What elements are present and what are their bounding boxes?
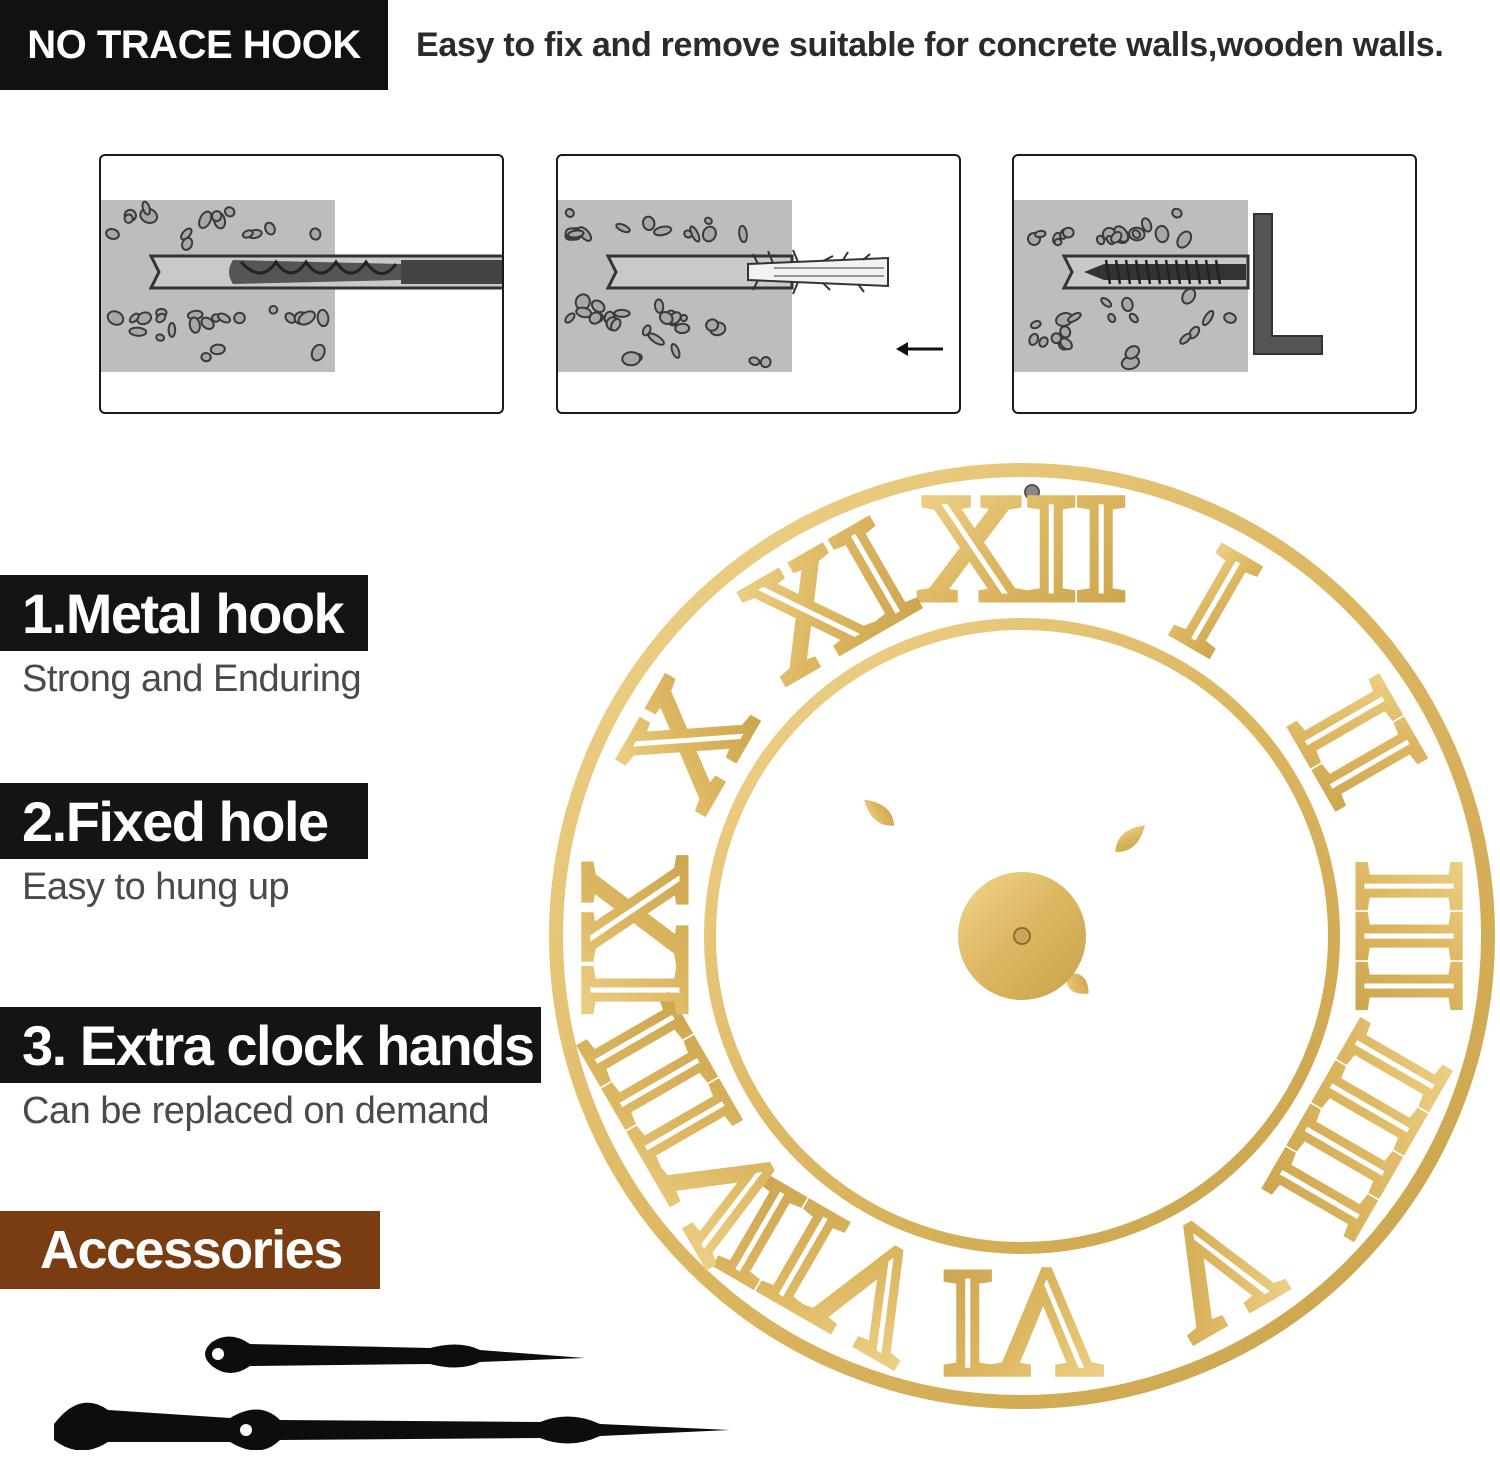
wall-anchor-icon (558, 200, 943, 372)
numeral-iii: III (1327, 861, 1493, 1011)
numeral-vi: VI (943, 1241, 1101, 1407)
hanging-hook-icon (1024, 484, 1040, 500)
numeral-v: V (1128, 1173, 1305, 1371)
numeral-i: I (1153, 516, 1279, 685)
spare-clock-hands (54, 1336, 730, 1450)
numeral-x: X (587, 654, 785, 831)
spare-hour-hand (54, 1402, 730, 1450)
step-panel-drill (99, 154, 504, 414)
numeral-ii: II (1261, 657, 1455, 827)
feature-subtitle-extra-hands: Can be replaced on demand (22, 1090, 490, 1132)
center-screw-icon (1013, 927, 1031, 945)
accessories-badge: Accessories (0, 1211, 380, 1289)
numeral-xi: XI (718, 489, 938, 712)
feature-subtitle-metal-hook: Strong and Enduring (22, 658, 362, 700)
numeral-ix: IX (551, 857, 717, 1015)
left-arrow-icon (896, 342, 943, 356)
step-panel-anchor (556, 154, 961, 414)
screw-icon (1014, 200, 1323, 372)
outer-ring (549, 463, 1495, 1409)
step-panel-screw (1012, 154, 1417, 414)
numeral-xii: XII (918, 465, 1126, 631)
numeral-iiii: IIII (1236, 1002, 1480, 1258)
feature-title-extra-hands: 3. Extra clock hands (0, 1007, 541, 1083)
feature-title-metal-hook: 1.Metal hook (0, 575, 368, 651)
inner-ring (704, 618, 1340, 1254)
hook-description: Easy to fix and remove suitable for conc… (416, 26, 1444, 64)
feature-subtitle-fixed-hole: Easy to hung up (22, 866, 290, 908)
clock-hands (800, 744, 1196, 1000)
no-trace-hook-badge: NO TRACE HOOK (0, 0, 388, 90)
drill-bit-icon (101, 200, 502, 372)
feature-title-fixed-hole: 2.Fixed hole (0, 783, 368, 859)
spare-minute-hand (205, 1336, 585, 1373)
